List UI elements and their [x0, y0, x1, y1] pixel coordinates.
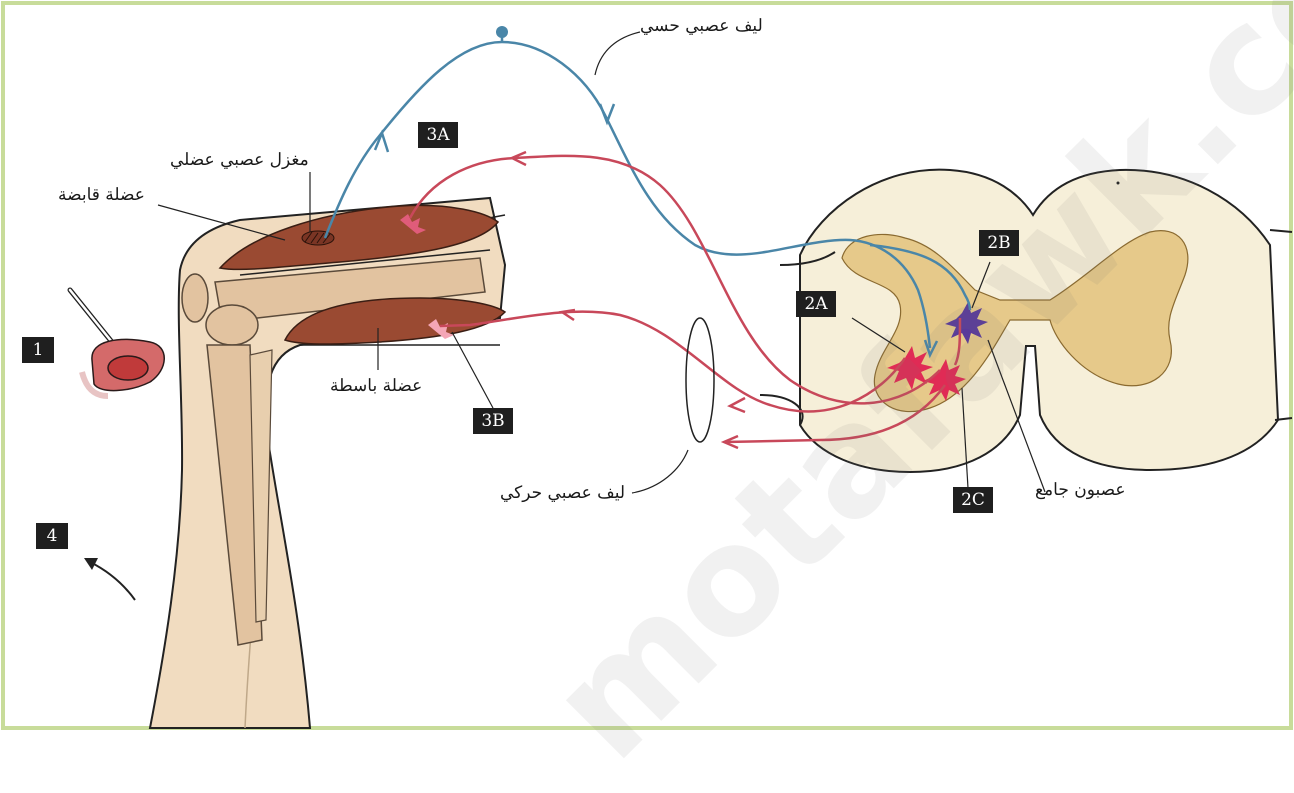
knee-joint [206, 305, 258, 345]
patella-bone [182, 274, 208, 322]
marker-1: 1 [22, 337, 54, 363]
label-muscle-spindle: مغزل عصبي عضلي [170, 152, 309, 169]
kick-arrow [90, 562, 135, 600]
marker-3a: 3A [418, 122, 458, 148]
muscle-spindle [302, 231, 334, 245]
marker-4: 4 [36, 523, 68, 549]
marker-3b: 3B [473, 408, 513, 434]
reflex-hammer [70, 290, 164, 396]
reflex-arc-diagram: motafawk.co ليف عصبي حسي مغزل عصبي عضلي … [0, 0, 1294, 731]
marker-2a: 2A [796, 291, 836, 317]
label-flexor-muscle: عضلة قابضة [58, 187, 145, 204]
marker-2c: 2C [953, 487, 993, 513]
leg [150, 198, 505, 728]
sensory-ganglion [496, 26, 508, 38]
label-interneuron: عصبون جامع [1035, 482, 1126, 499]
motor-fiber-bundle-ring [686, 318, 714, 442]
marker-2b: 2B [979, 230, 1019, 256]
label-motor-fiber: ليف عصبي حركي [500, 485, 625, 502]
label-extensor-muscle: عضلة باسطة [330, 378, 422, 395]
label-sensory-fiber: ليف عصبي حسي [640, 18, 763, 35]
